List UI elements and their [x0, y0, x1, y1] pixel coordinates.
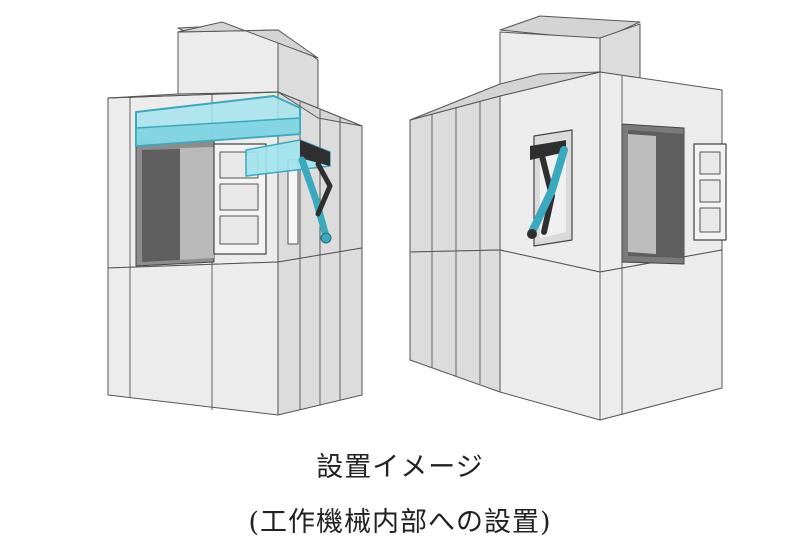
robot-arm-side — [527, 140, 568, 239]
lower-cabinet-right — [499, 249, 723, 421]
caption-subtitle: (工作機械内部への設置) — [248, 507, 552, 538]
installation-illustration — [107, 15, 727, 421]
side-panels-right — [409, 95, 501, 253]
robot-gantry-highlight — [135, 95, 333, 244]
lower-cabinet-left — [107, 261, 279, 416]
caption-title: 設置イメージ — [316, 452, 484, 483]
upper-cabinet-right — [499, 71, 723, 273]
machine-internal-view — [107, 21, 363, 416]
machine-side-view — [409, 15, 727, 421]
